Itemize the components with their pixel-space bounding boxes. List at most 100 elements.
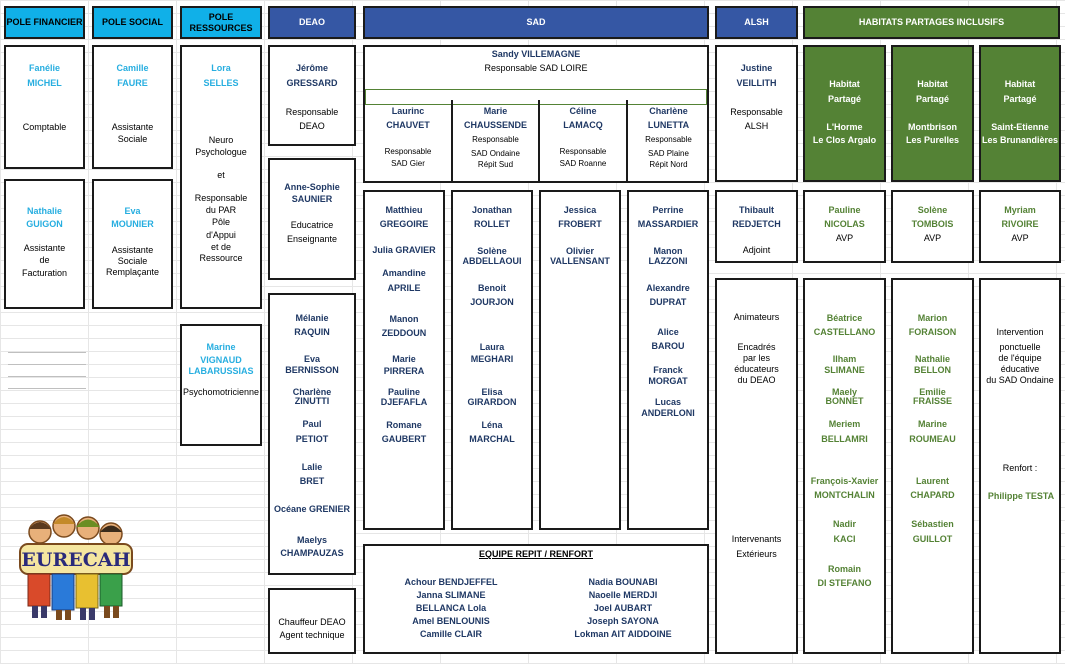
first-name: Charlène xyxy=(292,387,332,397)
last-name: GUIGON xyxy=(26,219,63,229)
first-name: Pauline xyxy=(387,387,420,397)
text-line: Renfort : xyxy=(1002,463,1038,473)
first-name: Romain xyxy=(827,564,861,574)
eurecah-logo-image: EURECAH xyxy=(19,514,133,620)
text-line: Intervention xyxy=(996,327,1044,337)
role: Pôle xyxy=(211,217,230,227)
text-line: Partagé xyxy=(1003,94,1037,104)
role: SAD Plaine xyxy=(648,149,689,158)
last-name: VEILLITH xyxy=(736,78,777,88)
role: AVP xyxy=(1011,233,1029,243)
text-line: éducative xyxy=(1000,364,1040,374)
last-name: MONTCHALIN xyxy=(814,490,875,500)
last-name: CASTELLANO xyxy=(813,327,876,337)
last-name: GRESSARD xyxy=(286,78,338,88)
role: Facturation xyxy=(21,268,68,278)
text-line: Habitat xyxy=(1004,79,1036,89)
last-name: FROBERT xyxy=(558,219,602,229)
habitat-team-1: Béatrice CASTELLANO Ilham SLIMANE Maely … xyxy=(803,278,886,654)
first-name: Jonathan xyxy=(471,205,512,215)
role: et de xyxy=(210,242,232,252)
card-thibault-redjetch: Thibault REDJETCH Adjoint xyxy=(715,190,798,263)
role: de xyxy=(39,255,50,265)
first-name: Nathalie xyxy=(914,354,950,364)
selected-cell[interactable] xyxy=(365,89,707,105)
text-line: Encadrés xyxy=(737,342,776,352)
last-name: TOMBOIS xyxy=(911,219,954,229)
first-name: Marie xyxy=(392,354,416,364)
first-name: Myriam xyxy=(1004,205,1036,215)
role: Sociale xyxy=(117,134,148,144)
text-line: Extérieurs xyxy=(736,549,777,559)
last-name: MEGHARI xyxy=(470,354,514,364)
manager-chauvet: Laurinc CHAUVET Responsable SAD Gier xyxy=(365,104,451,182)
text-line: Montbrison xyxy=(908,122,957,132)
last-name: MICHEL xyxy=(27,78,62,88)
first-name: Nathalie xyxy=(26,206,62,216)
last-name: VALLENSANT xyxy=(550,256,610,266)
list-item: Naoelle MERDJI xyxy=(588,590,658,600)
role: Responsable xyxy=(559,147,607,156)
text-line: Habitat xyxy=(917,79,948,89)
first-name: Meriem xyxy=(828,419,861,429)
first-name: Sébastien xyxy=(911,519,954,529)
last-name: GREGOIRE xyxy=(379,219,429,229)
last-name: BELLON xyxy=(914,365,951,375)
last-name: BERNISSON xyxy=(285,365,339,375)
last-name: BONNET xyxy=(825,396,864,406)
last-name: JOURJON xyxy=(470,297,514,307)
card-animateurs: Animateurs Encadrés par les éducateurs d… xyxy=(715,278,798,654)
full-name: Océane GRENIER xyxy=(273,504,351,514)
habitat-team-2: Marion FORAISON Nathalie BELLON Emilie F… xyxy=(891,278,974,654)
first-name: Paul xyxy=(302,419,322,429)
role: Psychomotricienne xyxy=(182,387,260,397)
first-name: Lucas xyxy=(654,397,681,407)
role: Neuro xyxy=(208,135,234,145)
first-name: Mélanie xyxy=(295,313,329,323)
role: Comptable xyxy=(22,122,67,132)
role: SAD Ondaine xyxy=(471,149,520,158)
card-camille-faure: Camille FAURE Assistante Sociale xyxy=(92,45,173,169)
last-name: DUPRAT xyxy=(649,297,687,307)
last-name: SLIMANE xyxy=(824,365,865,375)
manager-lamacq: Céline LAMACQ Responsable SAD Roanne xyxy=(540,104,626,182)
header-habitats: HABITATS PARTAGES INCLUSIFS xyxy=(803,6,1060,39)
first-name: Fanélie xyxy=(28,63,60,73)
role: Psychologue xyxy=(195,147,247,157)
last-name: CHAUSSENDE xyxy=(463,120,527,130)
last-name: KACI xyxy=(833,534,856,544)
last-name: BELLAMRI xyxy=(821,434,868,444)
last-name: LAMACQ xyxy=(563,120,603,130)
last-name: BRET xyxy=(299,476,325,486)
last-name: GIRARDON xyxy=(467,397,517,407)
first-name: Alice xyxy=(657,327,679,337)
first-name: Laura xyxy=(479,342,505,352)
first-name: Laurinc xyxy=(391,106,425,116)
role: AVP xyxy=(835,233,854,243)
list-item: Nadia BOUNABI xyxy=(588,577,658,587)
first-name: Lora xyxy=(211,63,231,73)
last-name: NICOLAS xyxy=(824,219,865,229)
first-name: Romane xyxy=(386,420,422,430)
last-name: ROUMEAU xyxy=(909,434,956,444)
first-name: Emilie xyxy=(919,387,946,397)
first-name: Marie xyxy=(483,106,508,116)
habitat-team-3: Intervention ponctuelle de l'équipe éduc… xyxy=(979,278,1061,654)
role: Responsable xyxy=(645,135,692,144)
grid-line xyxy=(8,364,86,365)
habitat-lhorme: Habitat Partagé L'Horme Le Clos Argalo xyxy=(803,45,886,182)
first-name: Manon xyxy=(653,246,683,256)
text-line: Les Brunandières xyxy=(981,135,1059,145)
last-name: CHAMPAUZAS xyxy=(280,548,344,558)
last-name: LUNETTA xyxy=(647,120,690,130)
text-line: Le Clos Argalo xyxy=(812,135,877,145)
role: Remplaçante xyxy=(105,267,160,277)
first-name: Céline xyxy=(569,106,597,116)
head-role: Responsable SAD LOIRE xyxy=(484,63,588,73)
header-label: POLE RESSOURCES xyxy=(189,11,253,33)
header-label: DEAO xyxy=(298,17,325,27)
last-name: CHAPARD xyxy=(910,490,955,500)
habitat-montbrison: Habitat Partagé Montbrison Les Purelles xyxy=(891,45,974,182)
first-name: Charlène xyxy=(649,106,688,116)
last-name: MOUNIER xyxy=(111,219,154,229)
